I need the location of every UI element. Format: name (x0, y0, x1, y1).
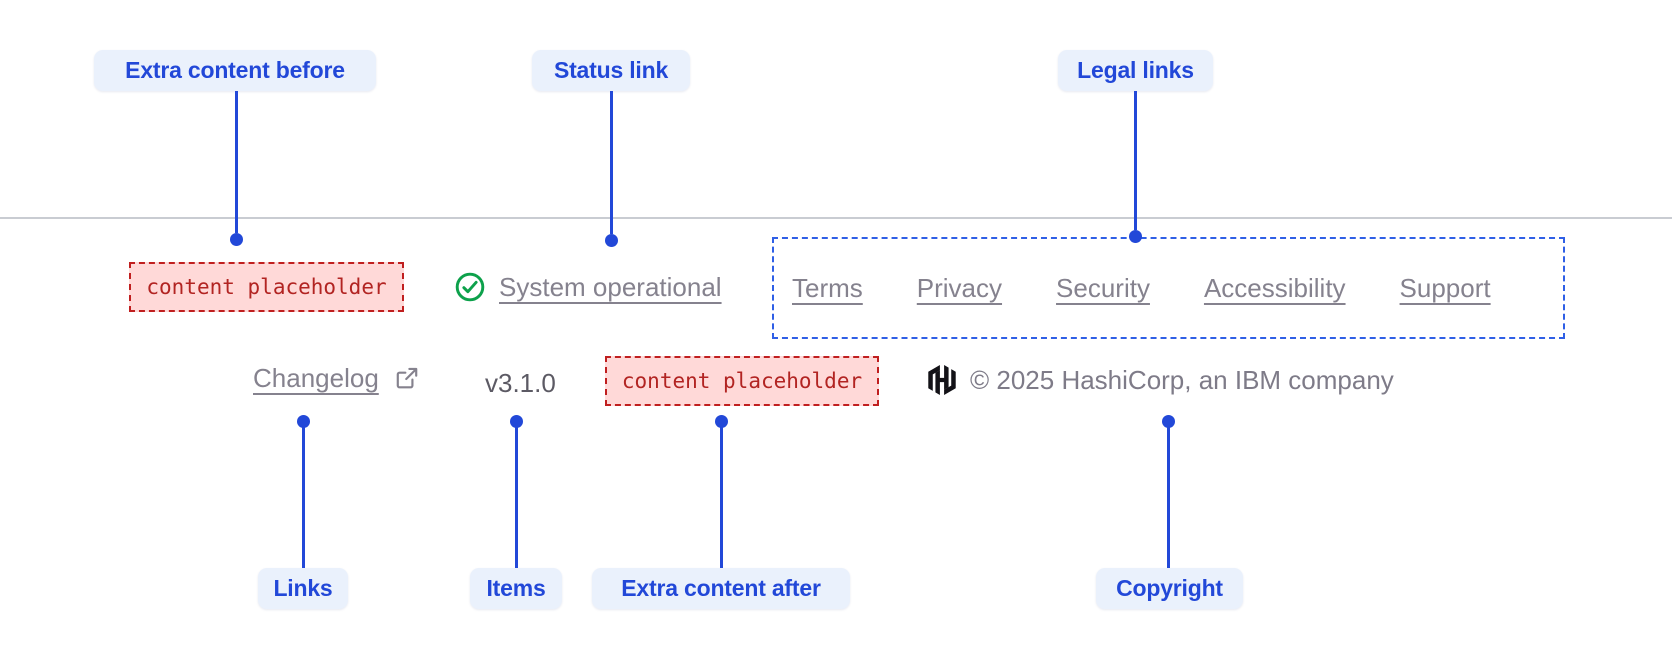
placeholder-text: content placeholder (146, 275, 387, 299)
legal-link-security[interactable]: Security (1056, 272, 1150, 303)
footer-top-divider (0, 217, 1672, 219)
external-link-icon (396, 367, 418, 389)
extra-content-after-placeholder: content placeholder (605, 356, 879, 406)
annotation-extra-content-after: Extra content after (592, 568, 850, 609)
connector-links (301, 424, 305, 568)
connector-dot-links (296, 414, 310, 428)
annotation-status-link: Status link (532, 50, 690, 91)
connector-dot-legal-links (1129, 229, 1142, 243)
connector-extra-content-after (719, 424, 723, 568)
connector-status-link (609, 91, 613, 234)
check-circle-icon (455, 272, 485, 302)
connector-dot-copyright (1161, 414, 1175, 428)
legal-link-support[interactable]: Support (1399, 272, 1491, 303)
status-link[interactable]: System operational (499, 271, 722, 302)
connector-copyright (1166, 424, 1170, 568)
status-link-group: System operational (454, 271, 722, 303)
changelog-link[interactable]: Changelog (253, 362, 420, 394)
copyright-group: © 2025 HashiCorp, an IBM company (927, 364, 1394, 396)
changelog-link-label: Changelog (253, 362, 379, 393)
version-item: v3.1.0 (485, 368, 556, 398)
legal-links-region (772, 237, 1565, 339)
legal-link-accessibility[interactable]: Accessibility (1203, 272, 1346, 303)
annotation-extra-content-before: Extra content before (94, 50, 376, 91)
placeholder-text: content placeholder (621, 369, 863, 393)
legal-link-privacy[interactable]: Privacy (916, 272, 1003, 303)
annotation-copyright: Copyright (1096, 568, 1243, 609)
annotation-legal-links: Legal links (1058, 50, 1213, 91)
extra-content-before-placeholder: content placeholder (129, 262, 404, 312)
connector-dot-extra-content-after (714, 414, 728, 428)
connector-extra-content-before (234, 91, 238, 233)
connector-legal-links (1134, 91, 1137, 230)
connector-items (514, 424, 518, 568)
connector-dot-extra-content-before (229, 232, 243, 246)
annotation-items: Items (470, 568, 562, 609)
hashicorp-logo-icon (928, 365, 956, 395)
legal-links-list: Terms Privacy Security Accessibility Sup… (792, 237, 1491, 339)
copyright-text: © 2025 HashiCorp, an IBM company (970, 364, 1394, 395)
connector-dot-items (509, 414, 523, 428)
annotation-links: Links (258, 568, 348, 609)
connector-dot-status-link (604, 233, 618, 247)
legal-link-terms[interactable]: Terms (792, 272, 863, 303)
